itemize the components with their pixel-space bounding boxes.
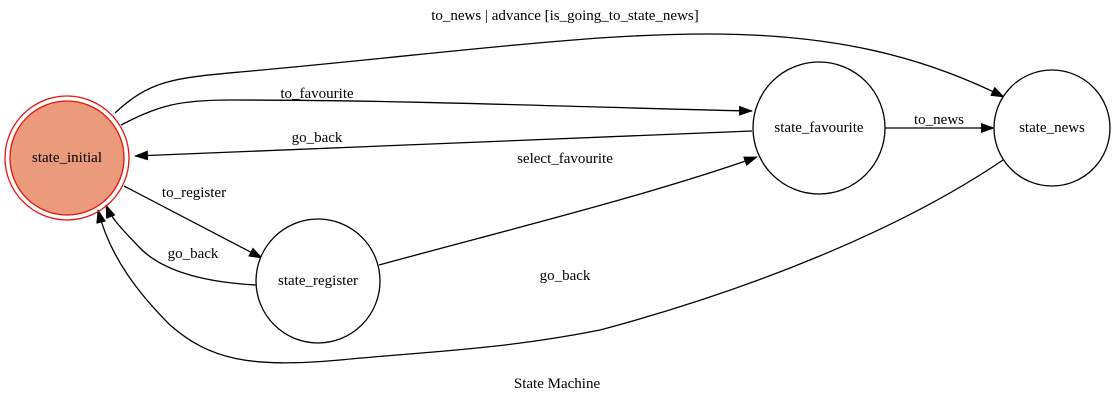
node-shape xyxy=(752,61,886,195)
edge-label: go_back xyxy=(540,268,591,284)
edge-label: to_news | advance [is_going_to_state_new… xyxy=(431,8,699,24)
edge-label: to_register xyxy=(162,185,226,201)
edge-register-to-favourite: select_favourite xyxy=(378,151,758,266)
node-outer-ring xyxy=(4,95,130,221)
node-label: state_news xyxy=(1019,120,1085,136)
edge-path xyxy=(114,33,1005,114)
edge-initial-to-news: to_news | advance [is_going_to_state_new… xyxy=(114,8,1005,114)
edge-label: go_back xyxy=(168,246,219,262)
edge-path xyxy=(120,99,753,126)
edge-label: select_favourite xyxy=(517,151,613,167)
edge-path xyxy=(123,185,263,259)
node-state-register: state_register xyxy=(255,218,381,344)
node-state-initial: state_initial xyxy=(4,95,130,221)
edge-path xyxy=(134,130,753,161)
edge-initial-to-register: to_register xyxy=(123,185,263,259)
diagram-caption: State Machine xyxy=(514,376,601,392)
edge-path xyxy=(96,159,1004,364)
edge-news-to-initial: go_back xyxy=(96,159,1004,364)
edge-favourite-to-news: to_news xyxy=(885,112,995,133)
node-label: state_register xyxy=(278,273,358,289)
node-state-news: state_news xyxy=(993,69,1111,187)
edge-label: to_favourite xyxy=(280,86,354,102)
edge-path xyxy=(378,156,758,266)
node-label: state_initial xyxy=(32,150,102,166)
edge-label: to_news xyxy=(914,112,964,128)
edge-path xyxy=(105,204,257,286)
node-shape xyxy=(993,69,1111,187)
node-label: state_favourite xyxy=(774,120,863,136)
node-shape xyxy=(9,100,125,216)
edge-initial-to-favourite: to_favourite xyxy=(120,86,753,126)
node-shape xyxy=(255,218,381,344)
edge-register-to-initial: go_back xyxy=(105,204,257,286)
edge-label: go_back xyxy=(292,130,343,146)
edge-favourite-to-initial: go_back xyxy=(134,130,753,161)
node-state-favourite: state_favourite xyxy=(752,61,886,195)
